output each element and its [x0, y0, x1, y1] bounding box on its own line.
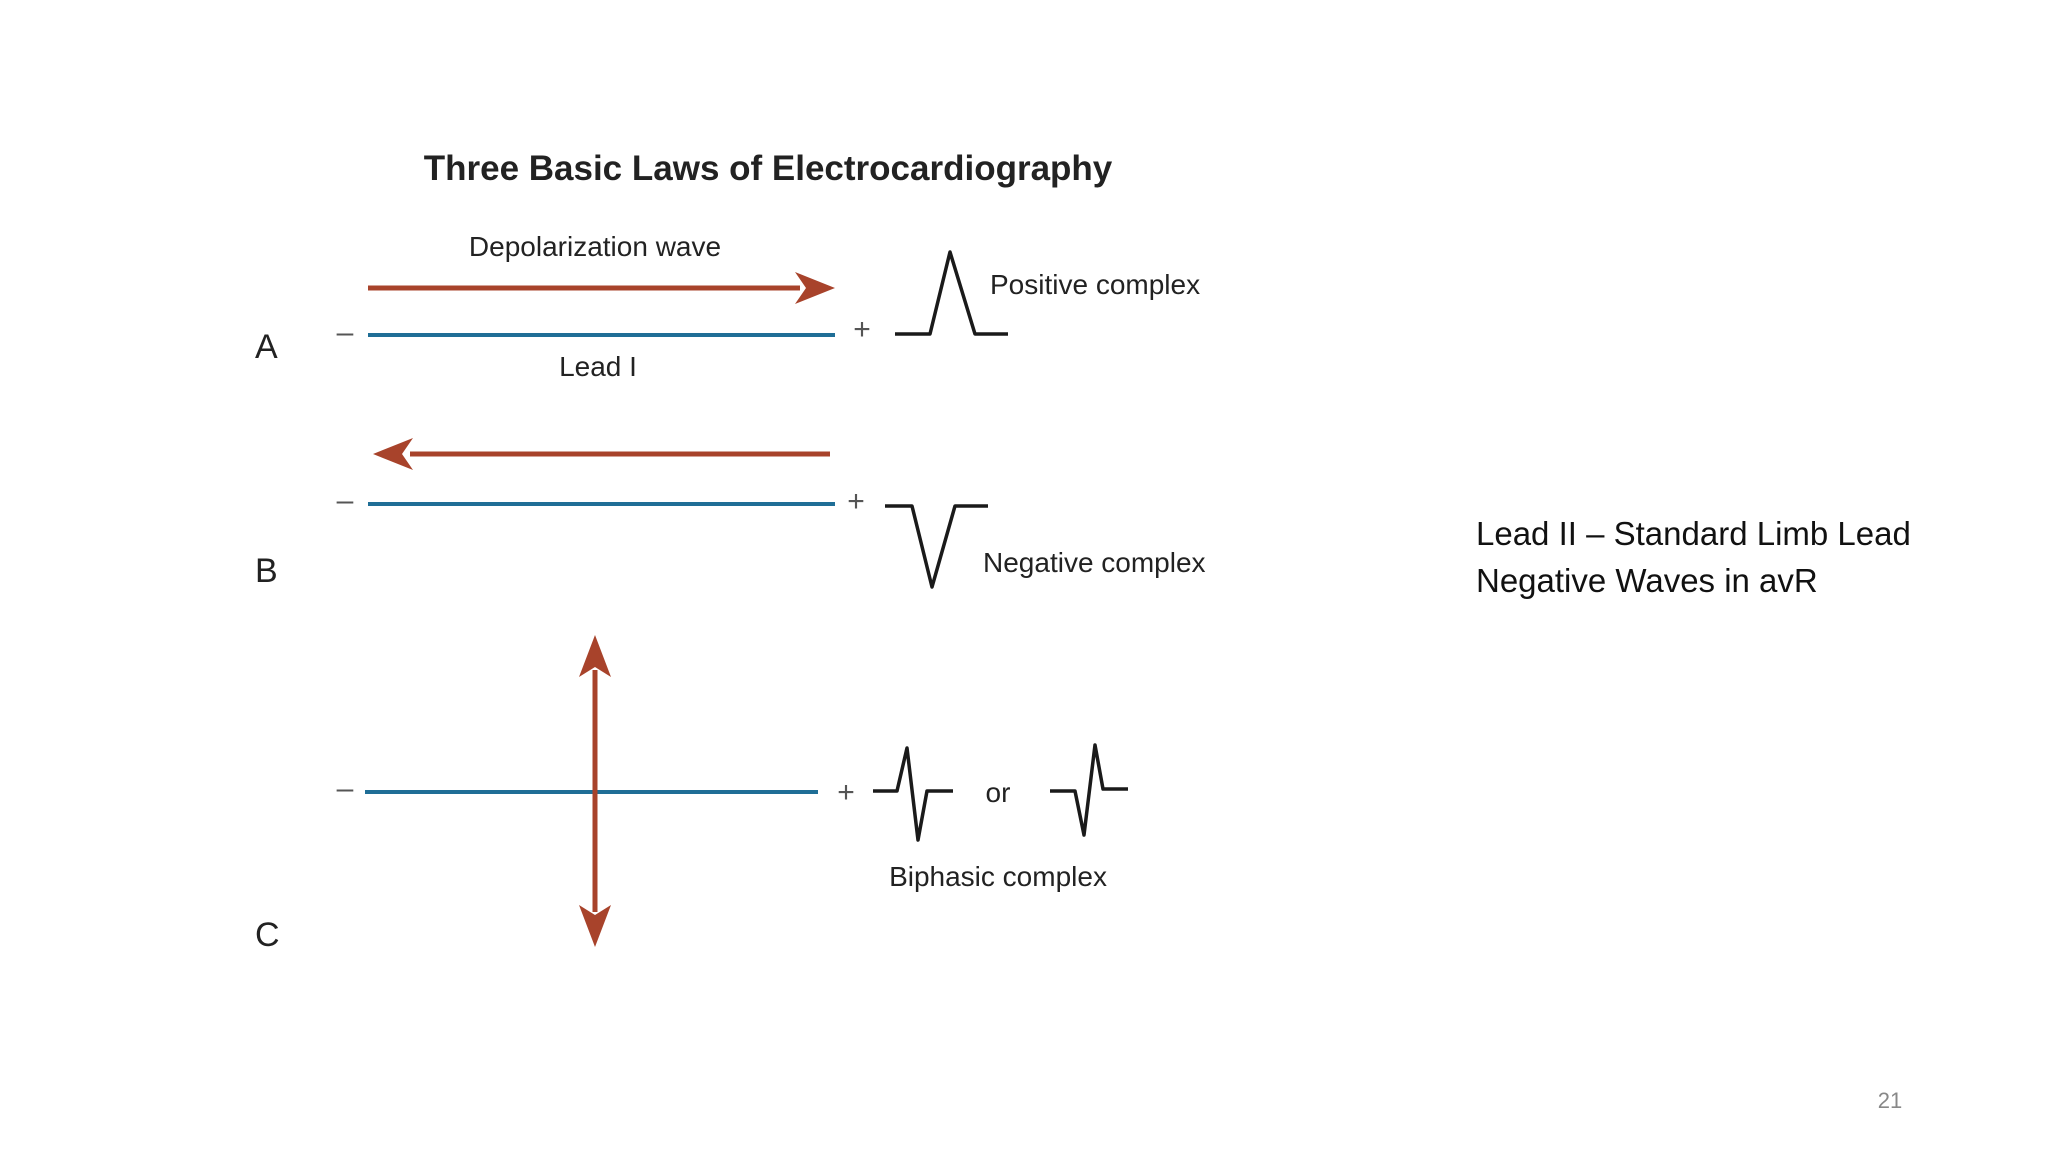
- biphasic-complex-trace-2: [1050, 743, 1128, 837]
- positive-complex-trace: [895, 250, 1008, 336]
- depolarization-arrow-left: [373, 438, 830, 470]
- negative-complex-trace: [885, 504, 988, 589]
- or-label: or: [986, 777, 1011, 808]
- row-letter-b: B: [255, 552, 278, 590]
- side-notes: Lead II – Standard Limb Lead Negative Wa…: [1476, 510, 1996, 604]
- row-letter-c: C: [255, 916, 280, 954]
- row-letter-a: A: [255, 328, 278, 366]
- negative-pole-c: –: [337, 772, 354, 805]
- negative-complex-label: Negative complex: [983, 547, 1206, 578]
- depolarization-arrow-right: [368, 272, 835, 304]
- negative-pole-a: –: [337, 316, 354, 349]
- positive-pole-b: +: [847, 485, 865, 518]
- biphasic-complex-trace-1: [873, 746, 953, 842]
- negative-pole-b: –: [337, 484, 354, 517]
- positive-pole-c: +: [837, 776, 855, 809]
- positive-complex-label: Positive complex: [990, 269, 1200, 300]
- positive-pole-a: +: [853, 313, 871, 346]
- depolarization-wave-label: Depolarization wave: [469, 231, 721, 262]
- biphasic-complex-label: Biphasic complex: [889, 861, 1107, 892]
- lead-i-label: Lead I: [559, 351, 637, 382]
- side-note-lead-ii: Lead II – Standard Limb Lead: [1476, 515, 1911, 552]
- page-number: 21: [1877, 1088, 1903, 1113]
- side-note-avr: Negative Waves in avR: [1476, 562, 1818, 599]
- diagram-title: Three Basic Laws of Electrocardiography: [424, 149, 1113, 188]
- depolarization-arrow-vertical: [579, 635, 611, 947]
